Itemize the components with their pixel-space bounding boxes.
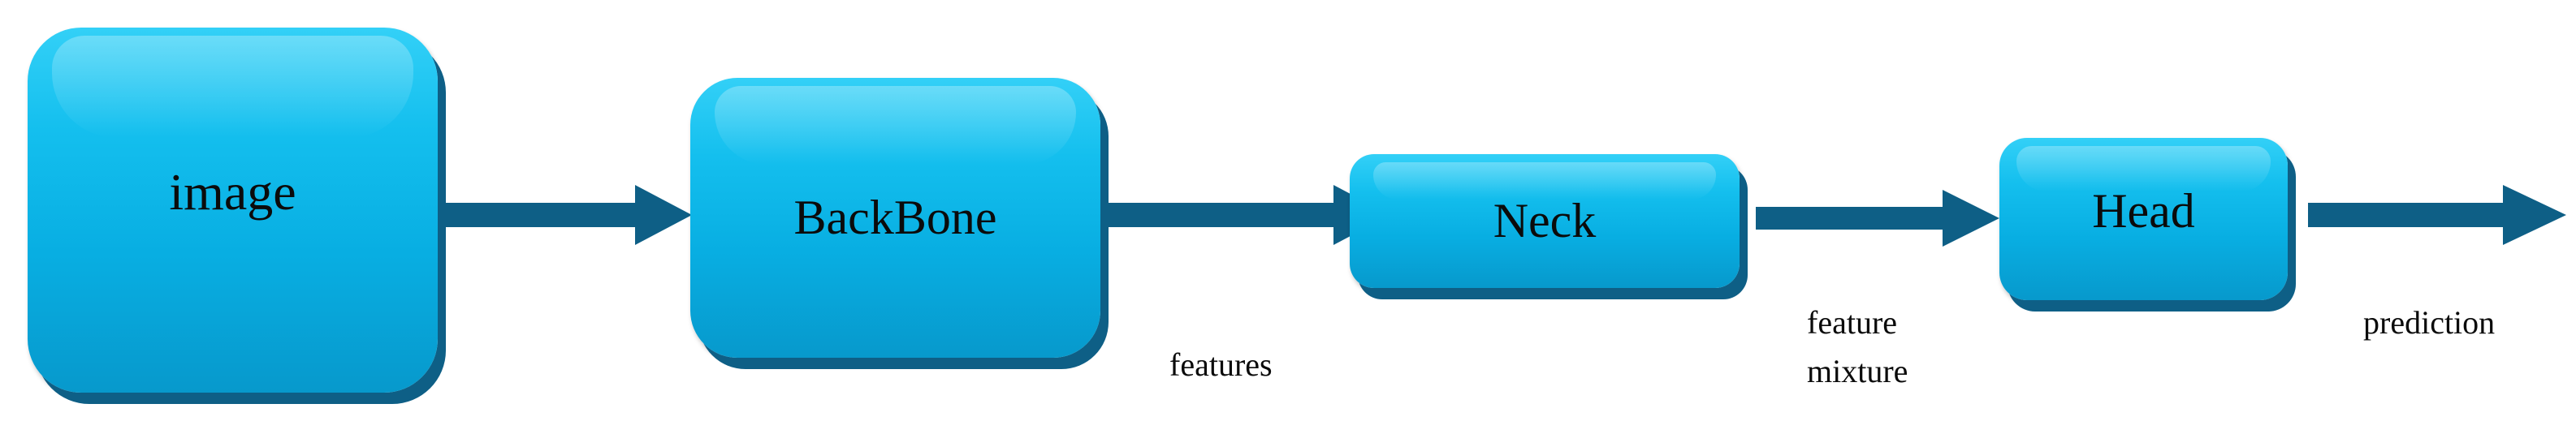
prediction-caption: prediction	[2363, 299, 2495, 347]
prediction-caption-text: prediction	[2363, 304, 2496, 341]
head-node-label: Head	[2092, 183, 2195, 238]
head-node: Head	[1999, 138, 2288, 300]
arrow-head-to-prediction	[2308, 185, 2566, 245]
arrow-neck-to-head	[1756, 190, 1999, 247]
neck-node: Neck	[1350, 154, 1740, 288]
backbone-node: BackBone	[690, 78, 1100, 358]
feature-mixture-caption-line2: mixture	[1807, 353, 1908, 389]
feature-mixture-caption: feature mixture	[1807, 299, 1908, 396]
image-node: image	[28, 28, 438, 393]
arrow-backbone-to-neck	[1106, 185, 1390, 245]
backbone-node-label: BackBone	[793, 191, 997, 244]
feature-mixture-caption-line1: feature	[1807, 304, 1898, 341]
neck-node-label: Neck	[1493, 194, 1597, 247]
features-caption-text: features	[1169, 346, 1273, 383]
image-node-label: image	[169, 163, 296, 221]
arrow-image-to-backbone	[443, 185, 692, 245]
features-caption: features	[1169, 341, 1273, 389]
